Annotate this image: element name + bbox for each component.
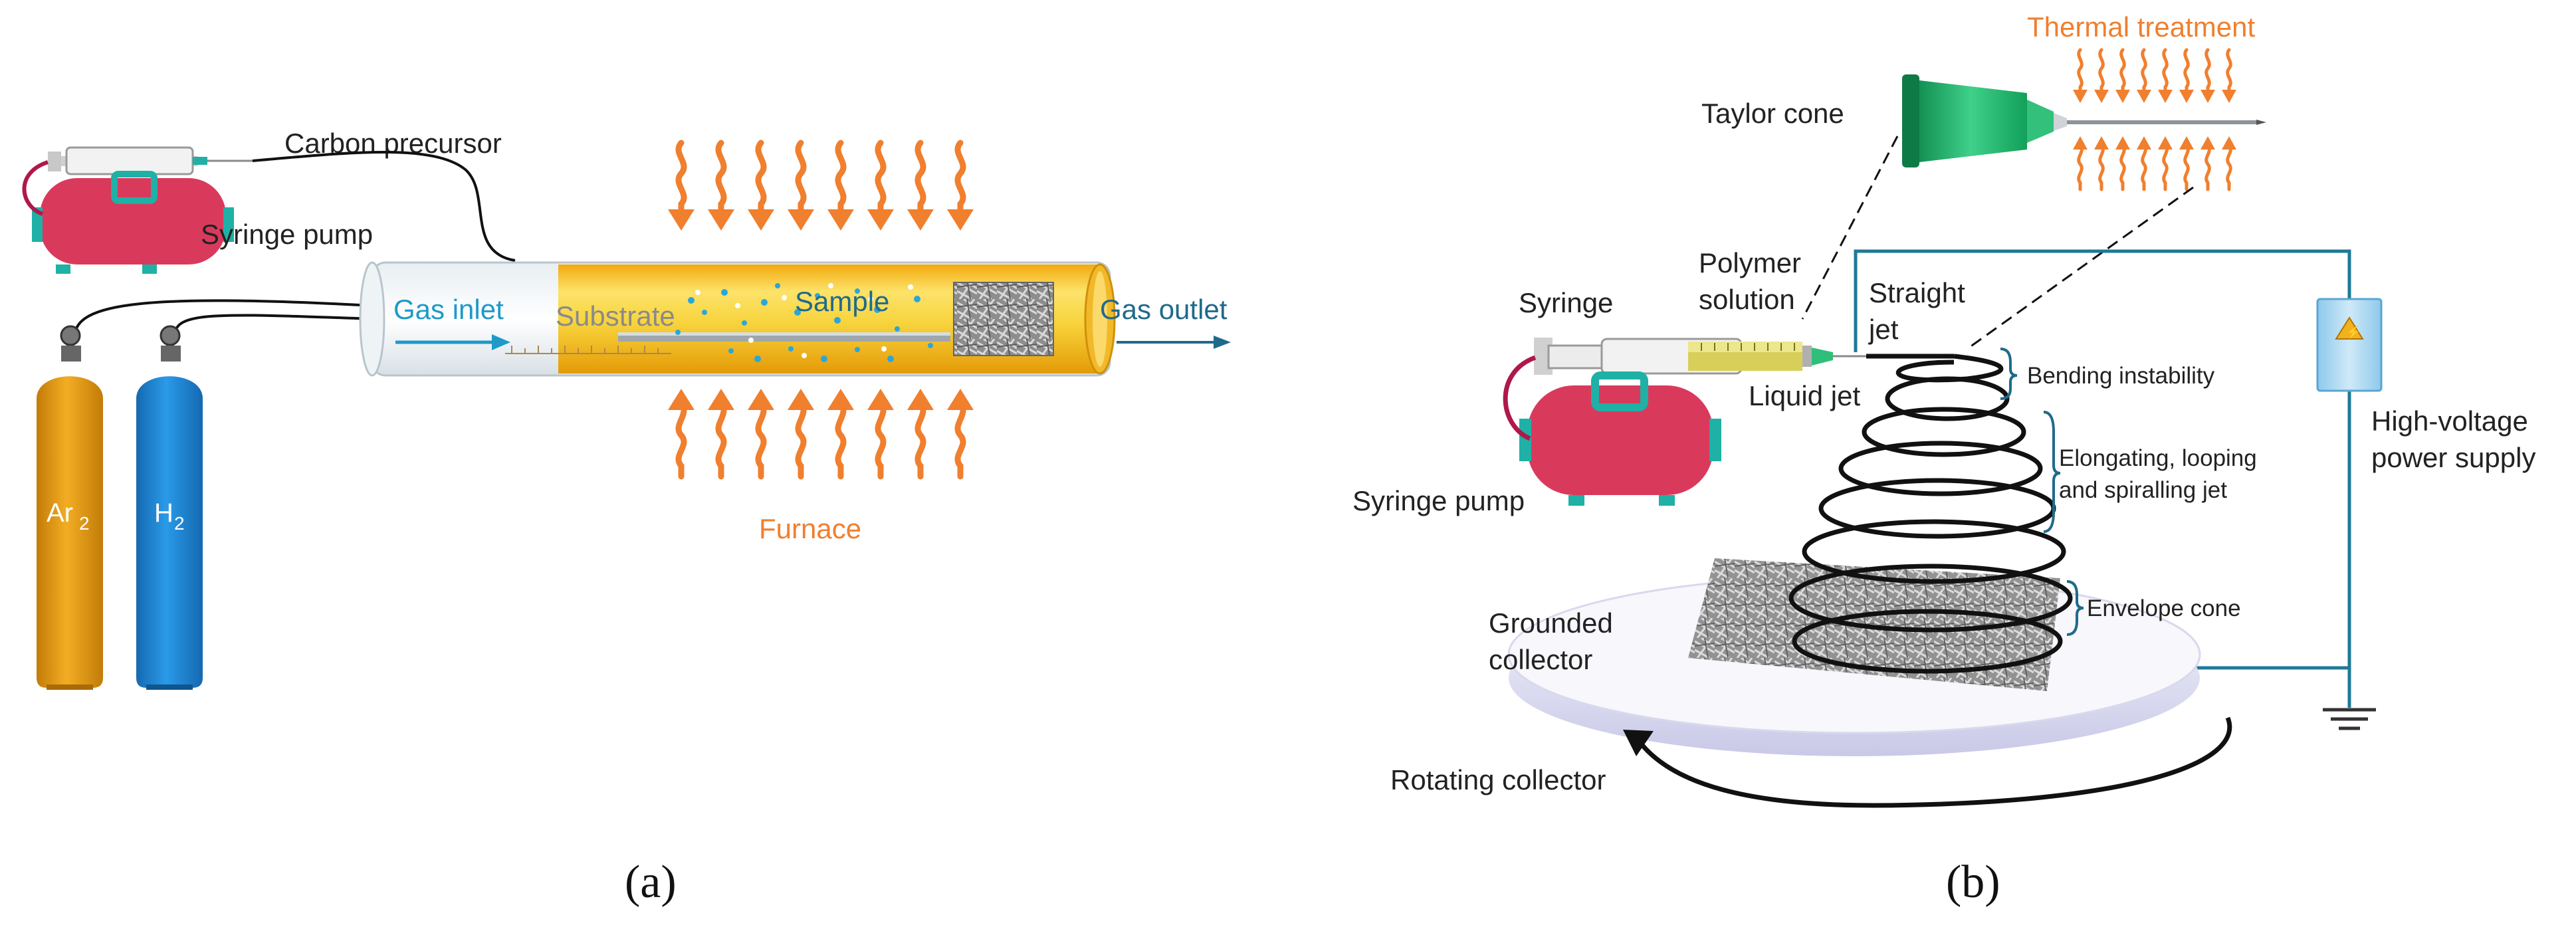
gas-outlet-arrow <box>1117 336 1231 349</box>
syringe-pump-label-a: Syringe pump <box>201 219 373 250</box>
grounded-collector-label-line1: Grounded <box>1489 607 1613 639</box>
tank-ar-subscript: 2 <box>79 513 90 534</box>
furnace-label: Furnace <box>759 513 861 544</box>
ground-icon <box>2323 708 2376 730</box>
annotation-brackets <box>2000 348 2084 636</box>
elongating-label-line1: Elongating, looping <box>2059 445 2257 471</box>
thermal-treatment-label: Thermal treatment <box>2027 11 2255 43</box>
taylor-cone-needle <box>1902 74 2266 167</box>
syringe-pump-b <box>1503 338 1866 506</box>
syringe-pump-a <box>22 146 253 274</box>
rotating-collector-label: Rotating collector <box>1390 764 1606 795</box>
straight-jet-label-line2: jet <box>1868 314 1899 345</box>
thermal-arrows-top <box>2073 50 2236 103</box>
taylor-cone-label: Taylor cone <box>1701 98 1844 129</box>
straight-jet-label-line1: Straight <box>1869 277 1965 308</box>
thermal-arrows-bottom <box>2073 136 2236 189</box>
tank-ar-label: Ar <box>47 498 73 528</box>
furnace-arrows-top <box>668 143 974 231</box>
svg-text:⚡: ⚡ <box>2346 325 2361 340</box>
polymer-solution-label-line1: Polymer <box>1699 247 1801 278</box>
sample-label: Sample <box>795 286 889 317</box>
power-supply-icon: ⚡ <box>2316 298 2383 392</box>
gas-inlet-label: Gas inlet <box>393 294 504 325</box>
carbon-precursor-label: Carbon precursor <box>284 128 502 159</box>
polymer-solution-label-line2: solution <box>1699 284 1795 315</box>
h2-tank: H 2 <box>136 325 203 690</box>
tube-furnace <box>359 261 1116 377</box>
rotation-arrow <box>1623 716 2232 808</box>
caption-b: (b) <box>1946 857 2000 908</box>
elongating-label-line2: and spiralling jet <box>2059 477 2227 503</box>
syringe-label: Syringe <box>1519 287 1613 318</box>
caption-a: (a) <box>625 857 677 908</box>
ar2-tank: Ar 2 <box>37 325 103 690</box>
panel-b: Thermal treatment Taylor cone Polymer <box>1352 11 2535 908</box>
hv-circuit-wire <box>1854 249 2351 708</box>
gas-outlet-label: Gas outlet <box>1100 294 1228 325</box>
tank-h-label: H <box>154 498 173 528</box>
liquid-jet-label: Liquid jet <box>1749 380 1860 411</box>
envelope-cone-label: Envelope cone <box>2087 595 2241 621</box>
hv-label-line2: power supply <box>2371 442 2535 473</box>
grounded-collector-disk <box>1507 558 2201 756</box>
furnace-arrows-bottom <box>668 389 974 476</box>
substrate-label: Substrate <box>556 300 675 332</box>
tank-h-subscript: 2 <box>174 513 185 534</box>
bending-instability-label: Bending instability <box>2027 363 2215 389</box>
gas-inlet-arrow <box>395 334 510 350</box>
grounded-collector-label-line2: collector <box>1489 644 1592 675</box>
syringe-pump-label-b: Syringe pump <box>1352 485 1525 516</box>
hv-label-line1: High-voltage <box>2371 405 2528 437</box>
panel-a: Carbon precursor Syringe pump Ar 2 H 2 <box>22 128 1231 908</box>
